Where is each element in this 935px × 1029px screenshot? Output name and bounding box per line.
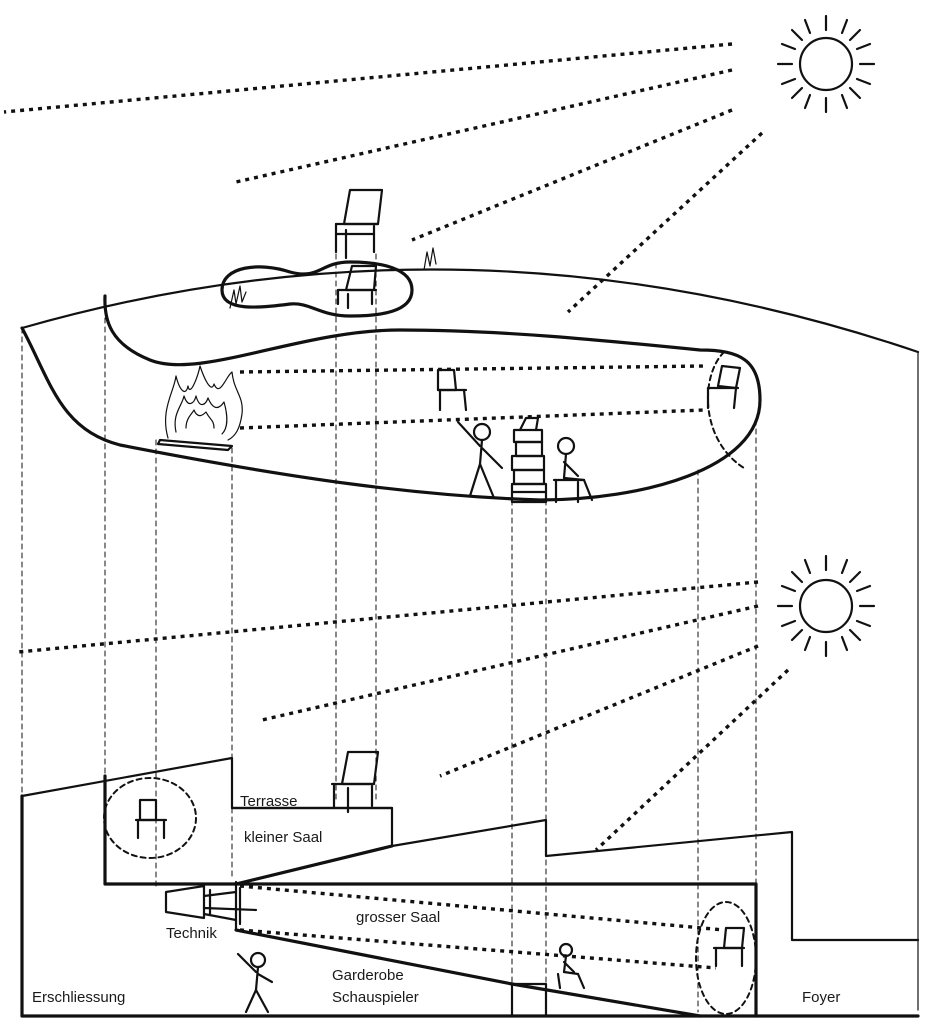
- stacked-books-icon: [510, 416, 548, 504]
- projector-icon: [164, 880, 258, 932]
- focus-oval: [695, 901, 757, 1015]
- sun-rays-lower: [17, 580, 790, 852]
- chair-icon: [436, 368, 468, 412]
- backstage-box: [510, 982, 548, 1018]
- sun-icon: [776, 554, 876, 658]
- focus-oval: [707, 351, 745, 469]
- kleiner-saal-floor: [234, 844, 394, 886]
- grass-tuft-icon: [229, 285, 247, 309]
- label-kleiner-saal: kleiner Saal: [244, 829, 322, 846]
- chair-icon: [134, 798, 168, 840]
- projection-lines: [21, 253, 757, 1013]
- label-grosser-saal: grosser Saal: [356, 909, 440, 926]
- roof-arc-upper: [20, 268, 920, 354]
- footprint-shape: [220, 260, 414, 318]
- sightlines-lower: [239, 884, 725, 970]
- label-schauspieler: Schauspieler: [332, 989, 419, 1006]
- focus-oval: [103, 777, 197, 859]
- seated-figure-icon: [552, 436, 594, 504]
- chair-icon: [336, 264, 378, 310]
- stick-figure-icon: [236, 951, 274, 1014]
- label-terrasse: Terrasse: [240, 793, 298, 810]
- sun-rays-upper: [3, 42, 764, 314]
- sightlines-upper: [239, 364, 705, 430]
- grosser-saal-floor: [234, 928, 702, 1018]
- chair-icon: [706, 364, 742, 410]
- chair-icon: [712, 926, 746, 968]
- seated-figure-icon: [556, 942, 586, 990]
- chair-icon: [334, 188, 384, 260]
- label-foyer: Foyer: [802, 989, 840, 1006]
- sun-icon: [776, 14, 876, 114]
- grass-tuft-icon: [423, 247, 437, 271]
- chair-icon: [330, 750, 380, 814]
- stick-figure-icon: [456, 420, 504, 500]
- label-erschliessung: Erschliessung: [32, 989, 125, 1006]
- landscape-outline: [20, 294, 762, 502]
- kleiner-saal-box: [103, 774, 758, 1018]
- building-main-outline: [20, 794, 920, 1018]
- label-technik: Technik: [166, 925, 217, 942]
- building-roof-outline: [20, 756, 920, 942]
- fire-icon: [156, 365, 243, 452]
- label-garderobe: Garderobe: [332, 967, 404, 984]
